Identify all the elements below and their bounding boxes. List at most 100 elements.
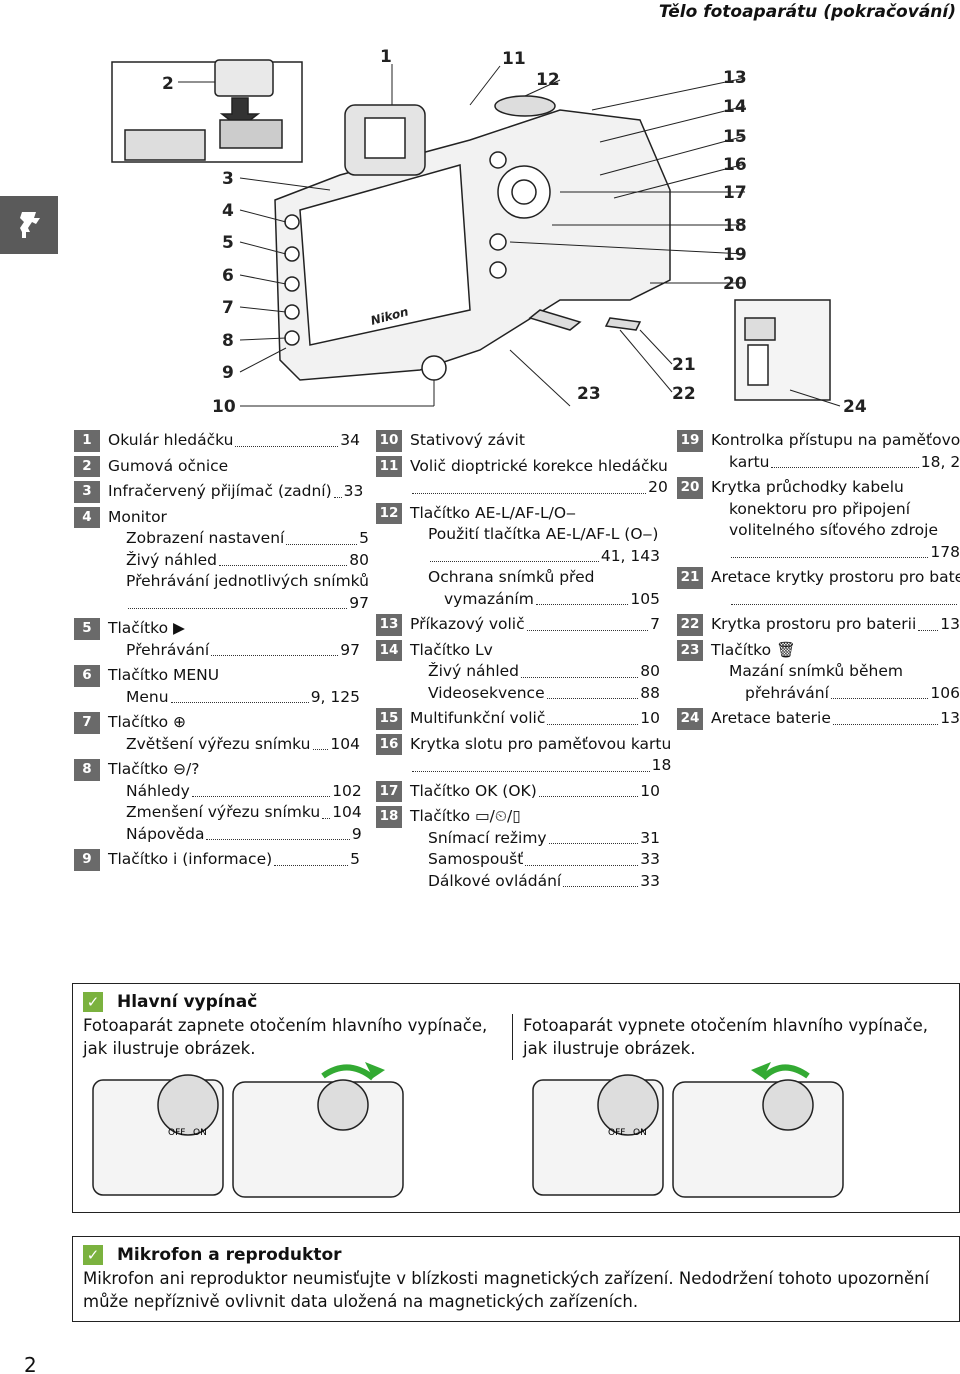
legend-label: Ochrana snímků před <box>428 568 595 586</box>
leader-dots <box>128 593 348 609</box>
legend-label: Stativový závit <box>410 431 525 449</box>
note-power-switch-title: Hlavní vypínač <box>117 992 258 1012</box>
legend-item: 12 Tlačítko AE-L/AF-L/O‒ Použití tlačítka … <box>376 502 660 611</box>
callout-1: 1 <box>380 47 392 67</box>
legend-label: Menu <box>126 687 169 706</box>
legend-line: Tlačítko ▭/⏲/▯ <box>410 806 660 828</box>
legend-line: Gumová očnice <box>108 456 360 478</box>
page-reference: 97 <box>349 593 369 612</box>
legend-label: Nápověda <box>126 824 205 843</box>
legend-label: Aretace krytky prostoru pro baterii <box>711 568 960 586</box>
callout-2: 2 <box>162 74 174 94</box>
legend-line: Tlačítko ▶ <box>108 618 360 640</box>
legend-number: 17 <box>376 780 402 802</box>
page-reference: 5 <box>350 850 360 868</box>
legend-label: Dálkové ovládání <box>428 871 562 890</box>
legend-label: Tlačítko AE-L/AF-L/O‒ <box>410 503 576 522</box>
callout-3: 3 <box>222 169 234 189</box>
callout-17: 17 <box>723 183 747 203</box>
page-reference: 33 <box>640 871 660 890</box>
legend-label: Tlačítko ▶ <box>108 619 185 637</box>
leader-dots <box>731 589 958 605</box>
page-reference: 104 <box>332 803 362 821</box>
legend-line: 20 <box>410 477 668 499</box>
legend-line: přehrávání 106 <box>711 683 960 705</box>
legend-line: Kontrolka přístupu na paměťovou <box>711 430 960 452</box>
legend-number: 23 <box>677 639 703 661</box>
legend-line: 178 <box>711 542 960 564</box>
legend-label: Zobrazení nastavení <box>126 529 285 547</box>
legend-line: Mazání snímků během <box>711 661 960 683</box>
legend-line: Ochrana snímků před <box>410 567 660 589</box>
switch-on-label-2: ON <box>633 1128 647 1138</box>
legend-label: Kontrolka přístupu na paměťovou <box>711 431 960 449</box>
page-reference: 80 <box>349 550 369 569</box>
page-reference: 10 <box>640 709 660 727</box>
legend-line: Aretace krytky prostoru pro baterii <box>711 567 960 589</box>
callout-19: 19 <box>723 245 747 265</box>
legend-label: Krytka prostoru pro baterii <box>711 615 917 633</box>
legend-line: 41, 143 <box>410 546 660 568</box>
legend-line: 18 <box>410 755 671 777</box>
legend-line: Živý náhled 80 <box>108 550 369 572</box>
legend-number: 7 <box>74 712 100 734</box>
legend-number: 24 <box>677 708 703 730</box>
leader-dots <box>535 589 629 605</box>
legend-label: Přehrávání <box>126 640 210 659</box>
legend-label: Tlačítko i (informace) <box>108 850 273 868</box>
legend-label: vymazáním <box>444 589 534 608</box>
page-reference: 104 <box>330 734 360 753</box>
legend-label: Příkazový volič <box>410 615 525 633</box>
legend-label: volitelného síťového zdroje <box>729 521 939 539</box>
note-microphone-header: ✓ Mikrofon a reproduktor <box>73 1237 959 1267</box>
legend-line: Stativový závit <box>410 430 660 452</box>
legend-number: 3 <box>74 481 100 503</box>
legend-number: 16 <box>376 733 402 755</box>
page-reference: 13 <box>940 709 960 727</box>
legend-line: Krytka slotu pro paměťovou kartu <box>410 734 671 756</box>
legend-line: Volič dioptrické korekce hledáčku <box>410 456 668 478</box>
legend-label: Tlačítko ⊕ <box>108 713 186 731</box>
note-power-switch: ✓ Hlavní vypínač Fotoaparát zapnete otoč… <box>72 983 960 1213</box>
legend-label: Živý náhled <box>126 550 218 569</box>
legend-label: Tlačítko ▭/⏲/▯ <box>410 807 521 825</box>
legend-label: Tlačítko OK (OK) <box>410 781 537 800</box>
legend-label: přehrávání <box>745 683 829 702</box>
legend-number: 8 <box>74 759 100 781</box>
page-reference: 9, 125 <box>310 687 360 706</box>
page-reference: 102 <box>332 781 362 800</box>
leader-dots <box>918 614 939 631</box>
legend-label: Použití tlačítka AE-L/AF-L (O‒) <box>428 525 659 543</box>
callout-8: 8 <box>222 331 234 351</box>
leader-dots <box>274 849 349 866</box>
legend-line: Tlačítko ⊖/? <box>108 759 362 781</box>
legend-number: 22 <box>677 614 703 636</box>
page-reference: 18, 23 <box>920 452 960 471</box>
legend-number: 12 <box>376 502 402 524</box>
page-reference: 178 <box>930 542 960 561</box>
page-reference: 33 <box>640 850 660 868</box>
legend-number: 11 <box>376 455 402 477</box>
callout-7: 7 <box>222 298 234 318</box>
page-reference: 20 <box>648 478 668 496</box>
note-microphone-title: Mikrofon a reproduktor <box>117 1245 342 1265</box>
page-reference: 106 <box>930 683 960 702</box>
